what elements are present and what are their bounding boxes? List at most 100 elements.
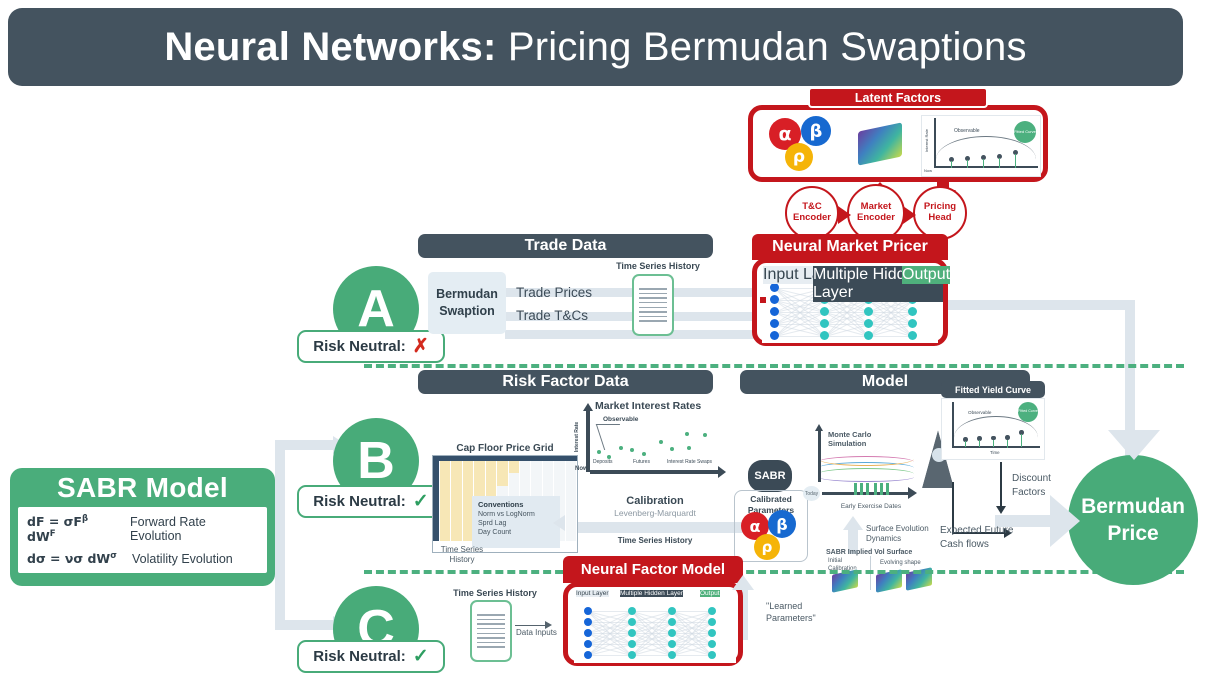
nfm-hidden-node	[668, 629, 676, 637]
sabr-equation-2: dσ = νσ dWσ	[27, 551, 117, 567]
vol-initial-line2: Calibration	[828, 565, 857, 572]
nmp-hidden-node	[820, 319, 829, 328]
sabr-equation-1: dF = σFβ dWF	[27, 513, 89, 545]
output-arrow-icon	[1050, 495, 1080, 547]
model-header: Model	[740, 370, 1030, 394]
sabr-model-title: SABR Model	[57, 472, 228, 503]
mir-point	[685, 432, 689, 436]
track-c-risk-neutral-label: Risk Neutral:	[313, 648, 406, 665]
mir-ylabel: Interest Rate	[574, 421, 581, 453]
conventions-title: Conventions	[478, 500, 524, 509]
nn-edge	[672, 611, 712, 612]
surface-evolution-label: Surface Evolution Dynamics	[866, 524, 956, 545]
nfm-network	[574, 605, 736, 663]
flow-arrow-a3	[505, 330, 760, 339]
nn-edge	[774, 287, 825, 289]
learned-parameters-label: "Learned Parameters"	[766, 600, 836, 624]
nmp-output-node	[908, 331, 917, 340]
market-encoder-line2: Encoder	[856, 212, 895, 223]
nmp-input-node	[770, 283, 779, 292]
surface-evo-line1: Surface Evolution	[866, 524, 929, 533]
pricing-head-line1: Pricing	[923, 201, 957, 213]
fyc-stem	[992, 440, 994, 447]
latent-factors-panel: α β ρ Interest Rate Observable Fitted Cu…	[748, 105, 1048, 182]
nn-edge	[588, 655, 632, 656]
grid-row	[433, 467, 577, 474]
surface-evolution-arrow-stem	[848, 528, 858, 554]
mc-timeline-head-icon	[908, 487, 917, 499]
calibrated-line2: Parameters	[747, 505, 795, 516]
track-c-risk-neutral-mark: ✓	[412, 646, 429, 667]
nfm-output-node	[708, 607, 716, 615]
nmp-input-node	[770, 295, 779, 304]
model-beta-circle: β	[768, 510, 796, 538]
pricing-head-line2: Head	[928, 212, 952, 223]
conventions-item: Sprd Lag	[478, 520, 507, 527]
nn-edge	[868, 335, 913, 337]
trade-tcs-label: Trade T&Cs	[516, 308, 589, 323]
nmp-output-label: Output	[902, 266, 951, 284]
cashflow-connector-h2	[952, 532, 1006, 534]
nn-edge	[632, 655, 672, 656]
sabr-model-box: SABR Model dF = σFβ dWF Forward Rate Evo…	[10, 468, 275, 586]
trade-ts-history-doc	[632, 274, 674, 336]
page-title-bold: Neural Networks:	[164, 24, 497, 69]
calibrated-line1: Calibrated	[750, 494, 792, 504]
nfm-hidden-layer-label: Multiple Hidden Layer	[620, 590, 683, 597]
latent-fitted-badge: Fitted Curve	[1014, 121, 1036, 143]
data-inputs-label: Data Inputs	[516, 628, 557, 637]
monte-carlo-paths	[818, 448, 914, 484]
mir-annotation: Observable	[603, 416, 639, 423]
calibration-title: Calibration	[626, 495, 684, 507]
nfm-hidden-node	[628, 618, 636, 626]
nfm-hidden-node	[628, 640, 636, 648]
discount-arrow-icon	[996, 506, 1006, 514]
latent-chart-yaxis	[934, 118, 936, 168]
track-c-risk-neutral: Risk Neutral: ✓	[297, 640, 445, 673]
flow-arrow-right-bus	[1125, 300, 1135, 490]
nmp-input-node	[770, 331, 779, 340]
nmp-input-node	[770, 307, 779, 316]
fyc-annotation: Observable	[968, 410, 992, 415]
vol-initial-calibration-label: Initial Calibration	[828, 558, 874, 573]
mir-point	[687, 446, 691, 450]
mir-yaxis	[586, 410, 590, 472]
fyc-curve	[954, 416, 1038, 442]
monte-carlo-line2: Simulation	[828, 439, 867, 449]
nn-edge	[632, 611, 672, 612]
bermudan-swaption-chip: Bermudan Swaption	[428, 272, 506, 334]
mir-leader-line	[595, 424, 629, 450]
discount-factors-label: Discount Factors	[1012, 472, 1076, 499]
c-ts-history-doc	[470, 600, 512, 662]
mir-point	[630, 448, 634, 452]
bermudan-price-output: Bermudan Price	[1068, 455, 1198, 585]
calibrated-parameters-label: Calibrated Parameters	[738, 494, 804, 516]
vol-surface-title: SABR Implied Vol Surface	[826, 549, 913, 556]
mir-category-swaps: Interest Rate Swaps	[667, 459, 713, 465]
grid-row	[433, 461, 577, 468]
mir-category-futures: Futures	[633, 459, 650, 465]
fyc-stem	[964, 441, 966, 447]
nmp-output-node	[908, 319, 917, 328]
mir-title: Market Interest Rates	[595, 400, 702, 412]
nmp-hidden-node	[820, 307, 829, 316]
market-encoder-line1: Market	[860, 201, 892, 213]
pricing-head-node[interactable]: Pricing Head	[913, 186, 967, 240]
bermudan-price-line2: Price	[1107, 522, 1159, 545]
flow-arrow-b-in	[275, 440, 335, 450]
nmp-hidden-node	[820, 331, 829, 340]
tc-encoder-node[interactable]: T&C Encoder	[785, 186, 839, 240]
flow-arrow-left-bus	[275, 440, 285, 630]
nfm-input-layer-label: Input Layer	[576, 590, 609, 597]
neural-factor-model-title: Neural Factor Model	[563, 556, 743, 583]
track-b-risk-neutral-mark: ✓	[412, 491, 429, 512]
bermudan-price-line1: Bermudan	[1081, 494, 1185, 518]
mir-point	[659, 440, 663, 444]
output-arrow-top-icon	[1108, 430, 1160, 460]
flow-arrow-rf-model	[530, 522, 755, 533]
nfm-hidden-node	[668, 640, 676, 648]
monte-carlo-line1: Monte Carlo	[828, 430, 872, 439]
mir-point	[597, 450, 601, 454]
data-inputs-arrow-icon	[545, 621, 552, 629]
fyc-xlabel: Time	[990, 450, 1000, 455]
